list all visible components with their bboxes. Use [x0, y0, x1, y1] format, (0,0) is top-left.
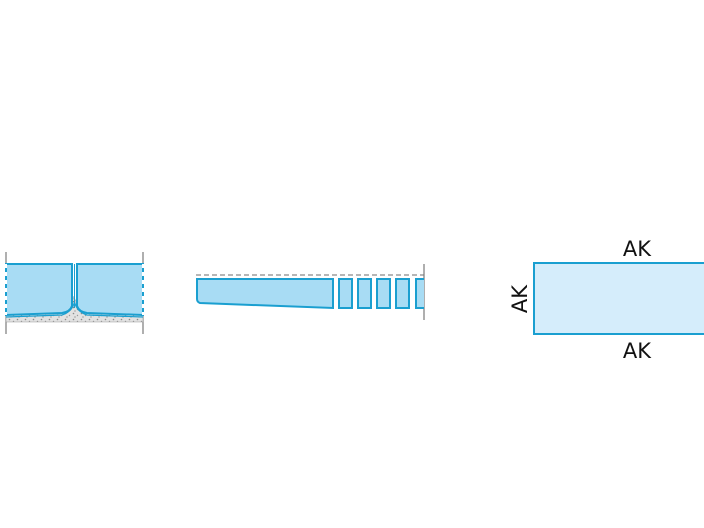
groove-segment-1 [338, 278, 353, 309]
groove-segment-3 [376, 278, 391, 309]
board-right [76, 263, 144, 317]
tapered-board-drawing [196, 264, 425, 320]
panel-rectangle [533, 262, 704, 335]
groove-segment-5 [415, 278, 424, 309]
bed-surface-line [5, 301, 144, 318]
groove-segment-4 [395, 278, 410, 309]
edge-label-top: AK [623, 237, 652, 261]
panel-edge-drawing: AK AK AK [508, 237, 704, 363]
edge-label-left: AK [508, 284, 532, 313]
joint-section-drawing [5, 252, 144, 334]
groove-segment-2 [357, 278, 372, 309]
tapered-board [196, 278, 334, 310]
board-left [5, 263, 73, 317]
edge-label-bottom: AK [623, 339, 652, 363]
